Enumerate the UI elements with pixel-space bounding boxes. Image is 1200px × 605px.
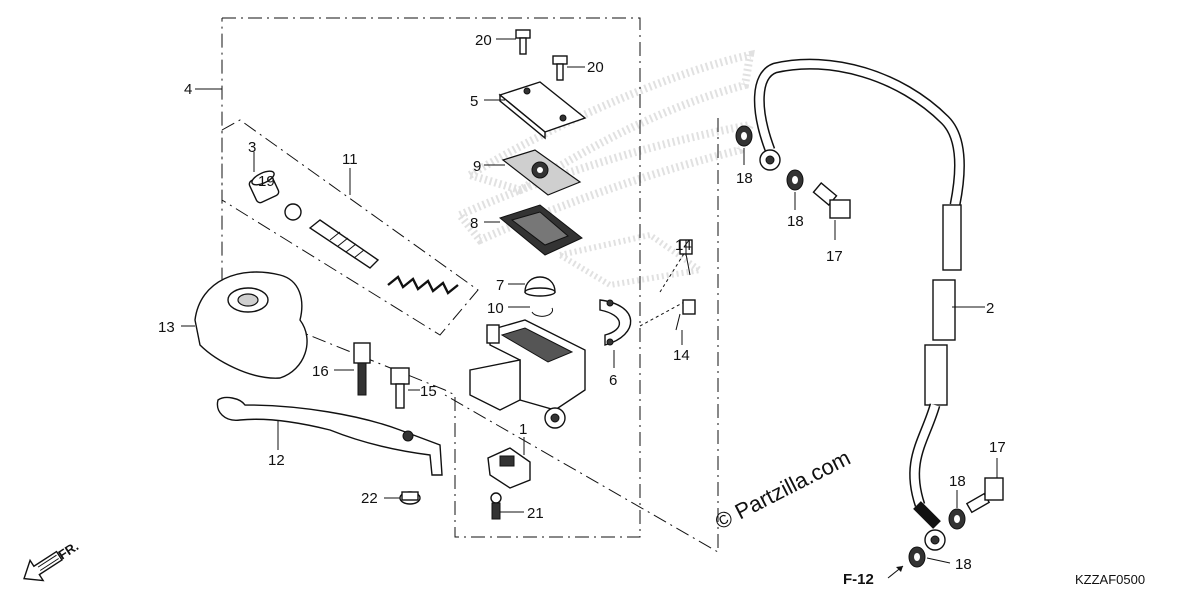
- brake-lever-12: [216, 396, 443, 476]
- banjo-bolt-17-lower: [965, 477, 1004, 514]
- piston-kit-outline: [221, 119, 479, 336]
- piston-11: [308, 219, 380, 269]
- label-18-d: 18: [955, 556, 972, 573]
- reference-f12: F-12: [843, 565, 904, 588]
- label-18-b: 18: [787, 213, 804, 230]
- label-19: 19: [258, 173, 275, 190]
- label-17-upper: 17: [826, 248, 843, 265]
- pivot-bolt-16: [353, 342, 371, 396]
- label-8: 8: [470, 215, 478, 232]
- boot-3: [248, 170, 280, 204]
- label-18-c: 18: [949, 473, 966, 490]
- collar-15: [390, 367, 410, 409]
- front-direction-arrow: [23, 550, 63, 582]
- brake-switch: [487, 447, 531, 489]
- bolt-14-lower: [639, 299, 696, 331]
- label-9: 9: [473, 158, 481, 175]
- circlip-10: [531, 307, 554, 317]
- label-14-upper: 14: [675, 237, 692, 254]
- label-17-lower: 17: [989, 439, 1006, 456]
- reference-label: F-12: [843, 571, 874, 588]
- label-15: 15: [420, 383, 437, 400]
- leader-lines: [181, 38, 998, 564]
- banjo-bolt-17-upper: [812, 181, 851, 219]
- float-7: [524, 276, 556, 297]
- label-20-right: 20: [587, 59, 604, 76]
- diagram-code: KZZAF0500: [1075, 572, 1145, 587]
- label-14-lower: 14: [673, 347, 690, 364]
- diaphragm-8: [498, 204, 583, 256]
- master-cylinder-1: [469, 319, 586, 429]
- label-13: 13: [158, 319, 175, 336]
- label-1: 1: [519, 421, 527, 438]
- label-6: 6: [609, 372, 617, 389]
- label-18-a: 18: [736, 170, 753, 187]
- washer-18-b: [786, 169, 804, 191]
- screw-20-top: [515, 29, 531, 55]
- label-4: 4: [184, 81, 192, 98]
- label-11: 11: [342, 151, 358, 168]
- circlip-19: [284, 203, 302, 221]
- hose-outline: [444, 118, 719, 553]
- washer-18-d: [908, 546, 926, 568]
- lever-cover-13: [194, 271, 308, 379]
- screw-21: [490, 492, 502, 520]
- spring: [387, 275, 459, 295]
- label-5: 5: [470, 93, 478, 110]
- washer-18-c: [948, 508, 966, 530]
- screw-20-right: [552, 55, 568, 81]
- label-3: 3: [248, 139, 256, 156]
- washer-18-a: [735, 125, 753, 147]
- holder-6: [599, 299, 632, 346]
- reservoir-cap-5: [498, 81, 587, 140]
- label-7: 7: [496, 277, 504, 294]
- part-number-labels: 20 20 4 5 9 8 7 10 1 21 6 14 14 3 11 19 …: [158, 32, 1006, 573]
- label-22: 22: [361, 490, 378, 507]
- nut-22: [399, 491, 421, 505]
- label-12: 12: [268, 452, 285, 469]
- label-10: 10: [487, 300, 504, 317]
- label-2: 2: [986, 300, 994, 317]
- label-16: 16: [312, 363, 329, 380]
- label-21: 21: [527, 505, 544, 522]
- label-20-top: 20: [475, 32, 492, 49]
- brake-hose-2: [753, 58, 965, 551]
- diaphragm-plate-9: [501, 149, 582, 196]
